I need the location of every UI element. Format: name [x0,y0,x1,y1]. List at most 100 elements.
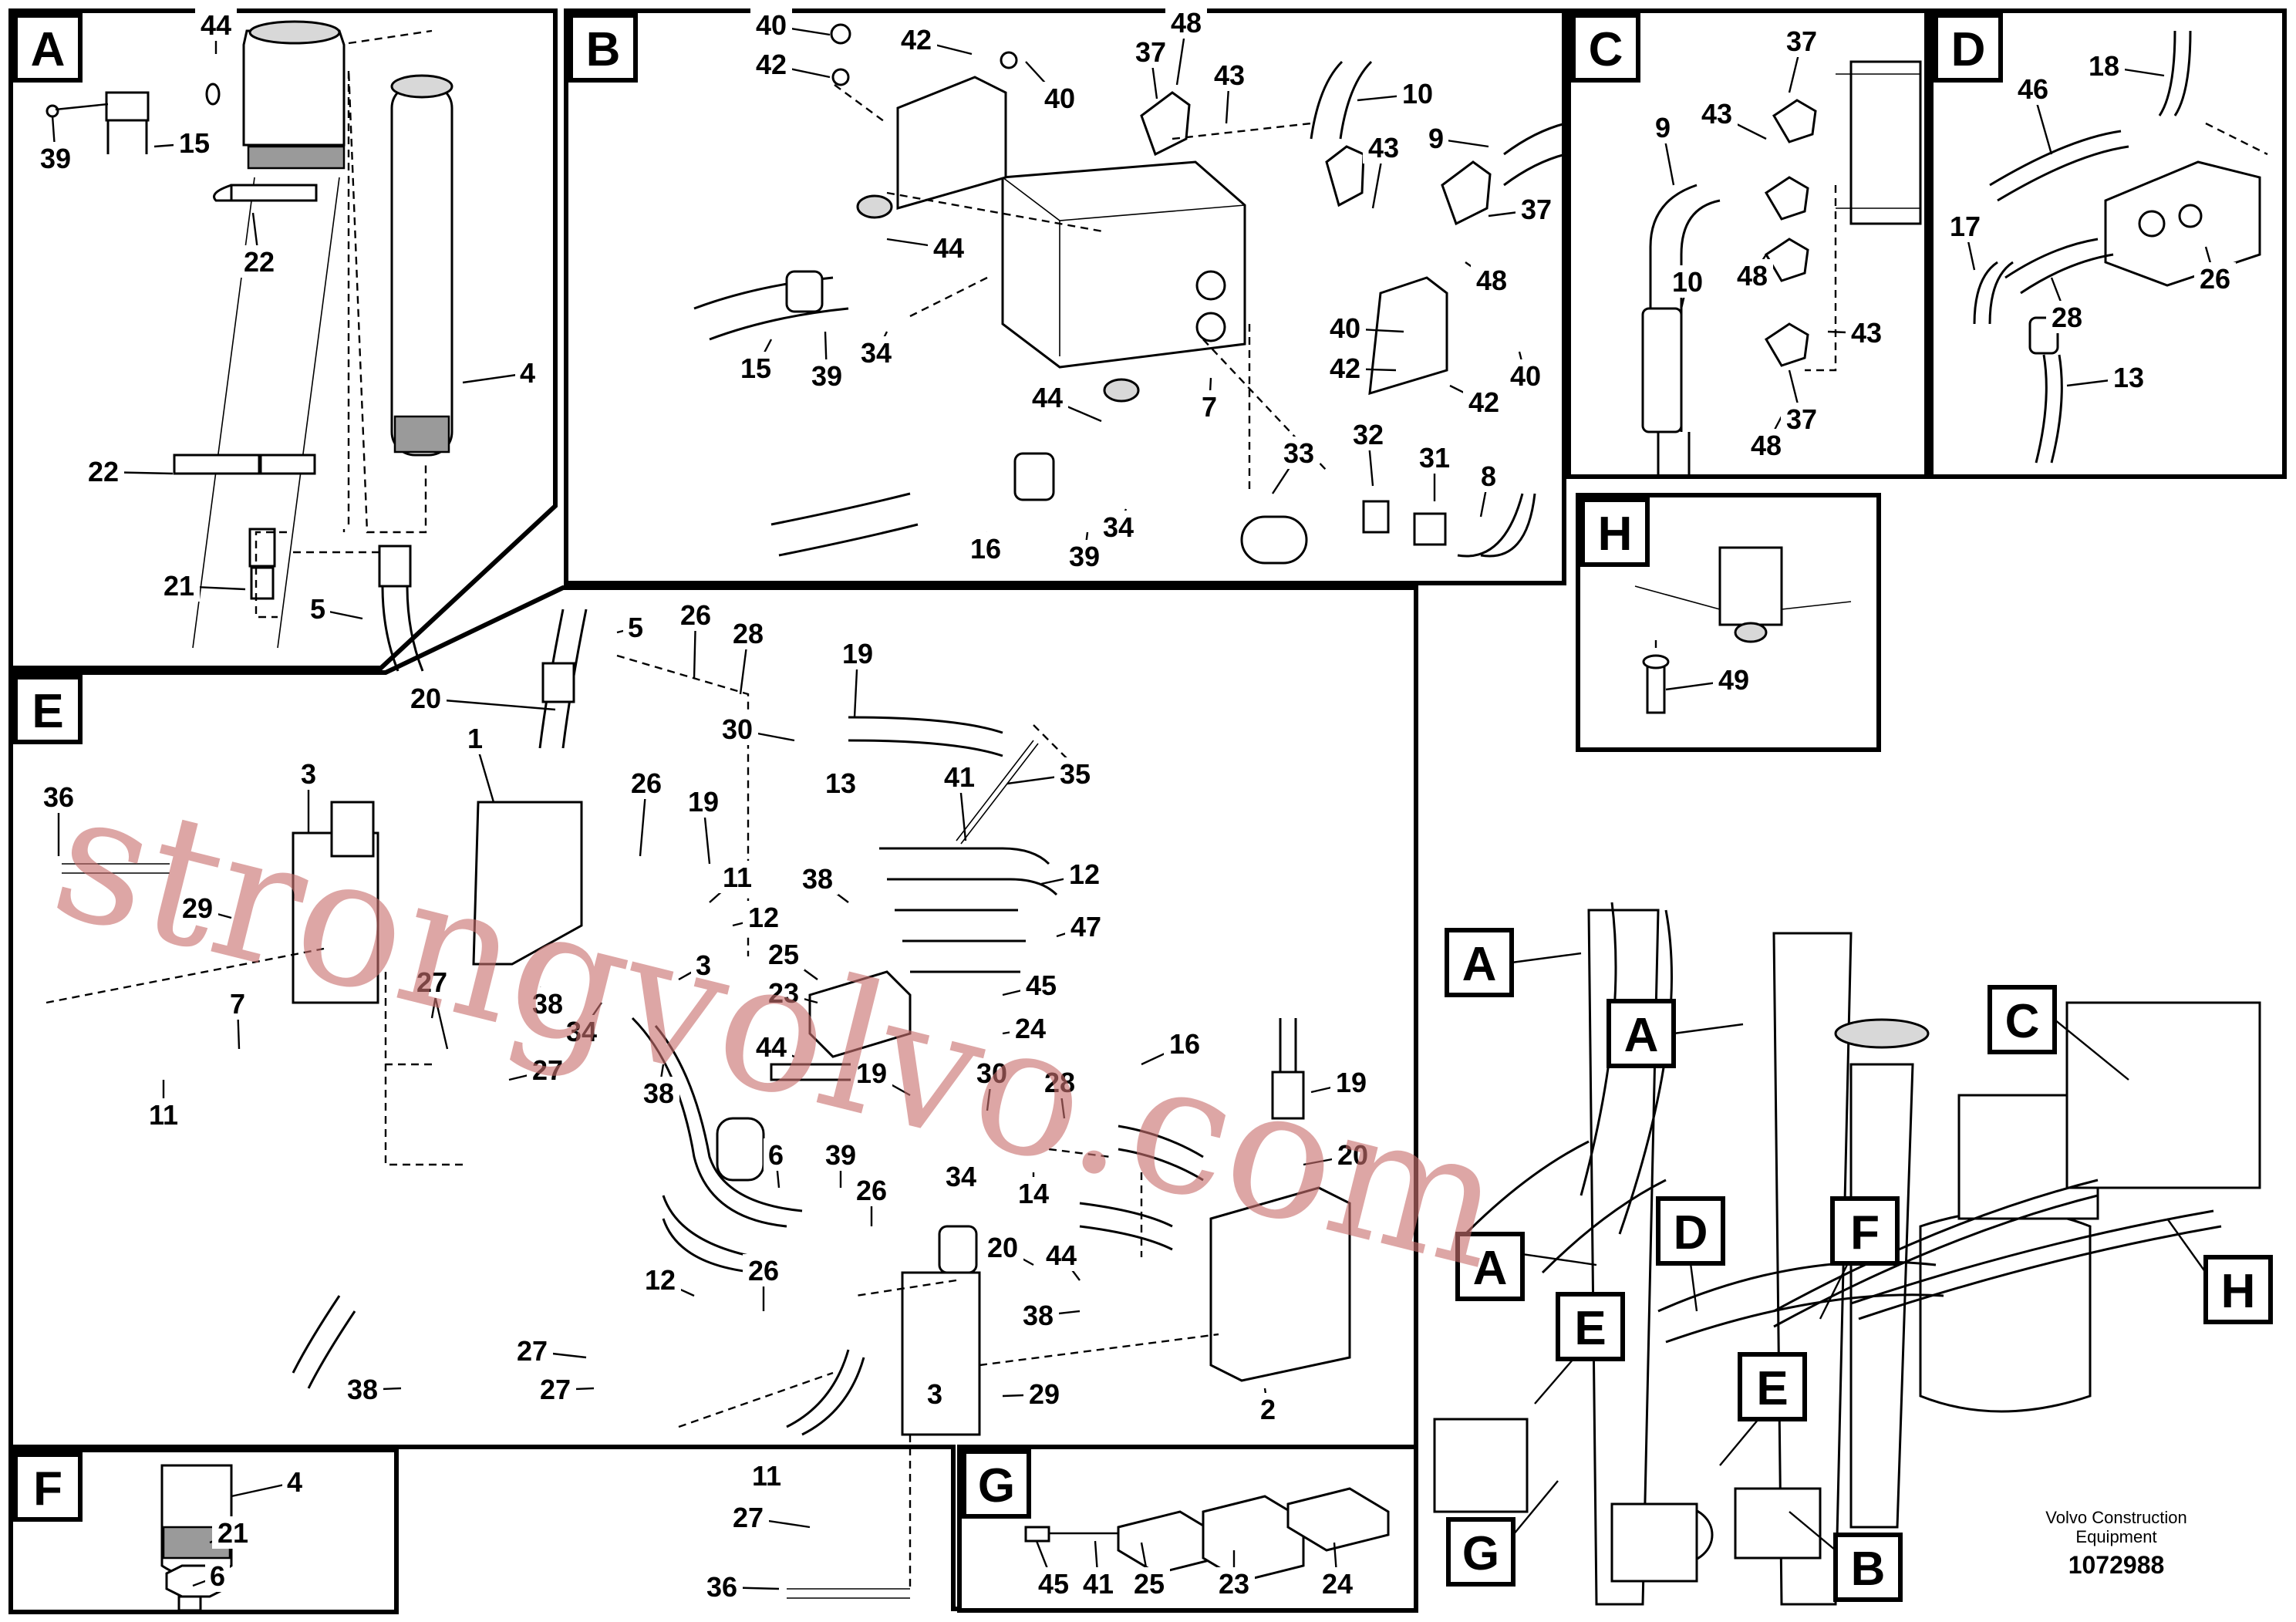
callout-label-bg [940,1160,982,1192]
callout-number-e: 20 [410,683,441,714]
callout-label-bg [305,592,330,625]
overview-tag-a-3: A [1455,1232,1597,1301]
callout-number-e: 13 [825,767,856,799]
callout-number-e: 38 [1023,1300,1054,1331]
panel-tag-f: F [13,1452,83,1522]
brand-line-2: Equipment [2075,1527,2156,1546]
callout-label-bg [1209,59,1250,91]
callout-label-bg [965,532,1006,565]
callout-label-bg [928,231,969,264]
callout-number-b: 42 [1330,352,1360,384]
callout-label-bg [895,23,937,56]
svg-text:E: E [1574,1302,1606,1355]
callout-number-e: 27 [517,1335,548,1367]
callout-label-bg [716,713,758,745]
callout-label-bg [411,966,453,998]
callout-label-bg [1476,460,1501,492]
callout-number-e: 19 [688,786,719,818]
panel-tag-d: D [1934,13,2003,83]
callout-number-b: 31 [1419,442,1450,474]
callout-number-e: 27 [416,966,447,998]
callout-number-a: 15 [179,127,210,159]
callout-label-bg [1781,25,1822,57]
callout-label-bg [1213,1567,1255,1600]
document-number: 1072988 [2068,1551,2165,1579]
callout-label-bg [939,760,980,793]
callout-number-e: 3 [301,758,316,790]
svg-text:B: B [586,23,621,76]
callout-label-bg [1317,1567,1358,1600]
callout-leader-e [425,697,556,711]
callout-number-e: 12 [645,1264,676,1296]
callout-number-e: 38 [802,863,833,895]
callout-label-bg [1039,82,1081,114]
callout-label-bg [1130,35,1172,68]
callout-label-bg [405,682,447,714]
callout-label-bg [1013,1177,1054,1209]
callout-label-bg [1023,1378,1065,1410]
callout-number-g: 23 [1219,1568,1249,1600]
callout-number-e: 28 [733,618,764,649]
callout-number-e: 41 [944,761,975,793]
callout-label-bg [1077,1567,1119,1600]
panel-g-drawing [1024,1487,1390,1583]
callout-number-f: 21 [217,1517,248,1549]
callout-label-bg [1731,259,1773,292]
callout-label-bg [806,359,848,392]
callout-label-bg [683,785,724,818]
callout-number-e: 20 [987,1232,1018,1263]
callout-number-b: 9 [1428,123,1444,154]
callout-number-e: 3 [927,1378,942,1410]
callout-label-bg [764,1138,788,1171]
callout-number-e: 36 [706,1571,737,1603]
callout-number-c: 10 [1672,266,1703,298]
svg-text:A: A [1462,938,1497,991]
brand-line-1: Volvo Construction [2045,1508,2186,1527]
callout-label-bg [922,1378,947,1410]
callout-label-bg [1064,540,1105,572]
callout-label-bg [342,1373,383,1405]
callout-label-bg [727,1501,769,1533]
callout-number-b: 40 [1510,360,1541,392]
callout-number-e: 26 [748,1255,779,1286]
callout-number-b: 43 [1214,59,1245,91]
overview-tag-a-2: A [1607,999,1744,1068]
callout-label-bg [1363,131,1404,164]
callout-number-e: 12 [1069,858,1100,890]
panel-g-frame [957,1445,1418,1613]
callout-label-bg [1324,312,1366,344]
callout-number-a: 4 [520,357,535,389]
panel-c-frame [1566,8,1929,479]
callout-number-d: 46 [2018,73,2048,105]
callout-number-e: 30 [976,1057,1007,1089]
callout-number-e: 26 [631,767,662,799]
callout-label-bg [1846,316,1887,349]
callout-label-bg [727,617,769,649]
callout-label-bg [1424,122,1448,154]
callout-number-e: 5 [628,612,643,643]
callout-number-e: 24 [1015,1013,1046,1044]
callout-label-bg [1040,1239,1082,1271]
callout-label-bg [1696,97,1738,130]
callout-label-bg [1414,441,1455,474]
callout-label-bg [1039,1066,1081,1098]
callout-number-b: 43 [1368,132,1399,164]
callout-label-bg [675,599,716,631]
panel-h-frame [1576,493,1881,752]
callout-label-bg [746,1459,787,1492]
callout-label-bg [143,1098,184,1131]
callout-number-e: 44 [756,1031,787,1063]
callout-label-bg [1097,511,1139,543]
callout-label-bg [2046,301,2088,333]
callout-number-b: 37 [1135,36,1166,68]
callout-number-a: 22 [244,246,275,278]
callout-number-e: 19 [1336,1067,1367,1098]
svg-text:E: E [32,685,63,738]
callout-label-bg [623,611,648,643]
callout-number-d: 13 [2113,362,2144,393]
callout-label-bg [2012,73,2054,105]
callout-number-e: 27 [540,1374,571,1405]
callout-number-g: 41 [1083,1568,1114,1600]
callout-label-bg [1197,390,1222,423]
callout-label-bg [837,637,878,669]
